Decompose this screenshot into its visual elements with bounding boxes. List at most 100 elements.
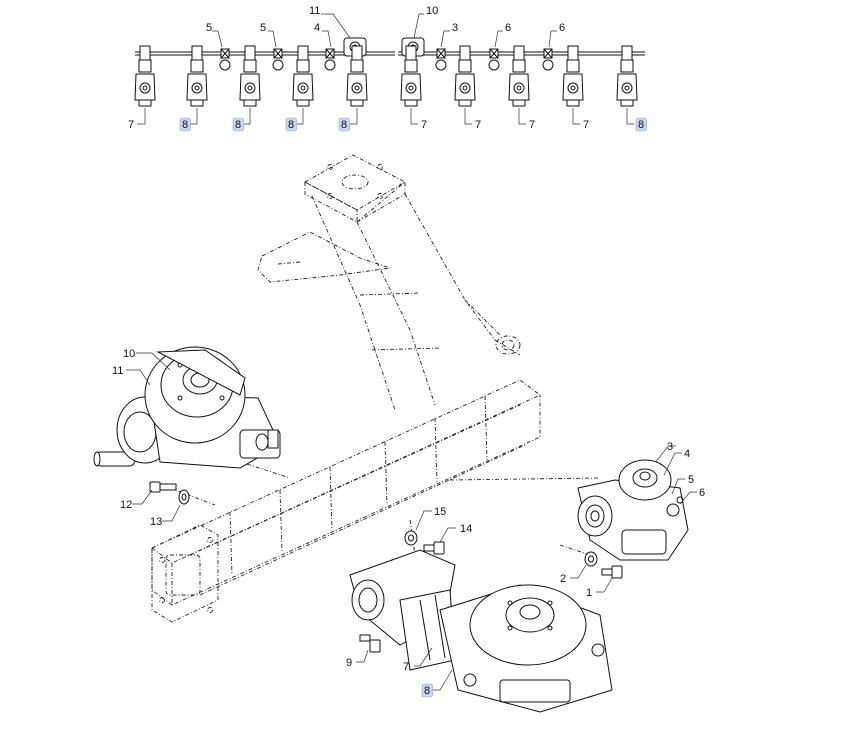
top-leaders [212,13,557,48]
rotor-unit [292,45,314,107]
callout-8[interactable]: 8 [285,117,297,132]
rotor-unit [454,45,476,107]
callout-number: 12 [120,499,132,511]
callout-8[interactable]: 8 [179,117,191,132]
washer-15 [404,530,418,546]
callout-number: 7 [583,119,589,131]
callout-number: 2 [560,573,566,585]
callout-number: 10 [123,348,135,360]
callout-6[interactable]: 6 [559,22,565,34]
callout-7[interactable]: 7 [421,119,427,131]
callout-6[interactable]: 6 [505,22,511,34]
bolt-9 [359,634,381,653]
callout-highlight [635,117,647,132]
bearing-blobs [219,59,554,71]
callout-11[interactable]: 11 [309,5,320,17]
callout-number: 8 [341,119,347,131]
callout-number: 7 [475,119,481,131]
callout-number: 4 [684,448,690,460]
callout-9[interactable]: 9 [346,657,352,669]
callout-number: 3 [667,441,673,453]
rotor-unit [239,45,261,107]
bolt-14 [423,541,445,555]
callout-8[interactable]: 8 [635,117,647,132]
callout-highlight [179,117,191,132]
bottom-leaders [137,108,634,125]
left-angle-gearbox [93,346,281,469]
callout-7[interactable]: 7 [529,119,535,131]
callout-1[interactable]: 1 [586,587,592,599]
callout-8[interactable]: 8 [232,117,244,132]
callout-10[interactable]: 10 [426,5,438,17]
callout-number: 8 [638,119,644,131]
callout-number: 6 [505,22,511,34]
callout-7[interactable]: 7 [403,661,409,673]
callout-number: 5 [260,22,266,34]
callout-number: 9 [346,657,352,669]
callout-number: 7 [128,119,134,131]
callout-number: 3 [452,22,458,34]
callout-5[interactable]: 5 [688,474,694,486]
callout-highlight [285,117,297,132]
callout-highlight [232,117,244,132]
washer-13 [178,489,190,505]
callout-4[interactable]: 4 [684,448,690,460]
callout-number: 7 [529,119,535,131]
callout-8[interactable]: 8 [421,683,433,698]
callout-2[interactable]: 2 [560,573,566,585]
callout-3[interactable]: 3 [667,441,673,453]
callout-4[interactable]: 4 [314,22,320,34]
callout-6[interactable]: 6 [699,487,705,499]
callout-8[interactable]: 8 [338,117,350,132]
rotor-unit [186,45,208,107]
rotor-unit [346,45,368,107]
callout-7[interactable]: 7 [475,119,481,131]
callout-number: 11 [112,365,123,377]
callout-11[interactable]: 11 [112,365,123,377]
rotor-unit [508,45,530,107]
washer-2 [584,551,598,567]
callout-number: 8 [182,119,188,131]
callout-14[interactable]: 14 [460,523,472,535]
fasteners [149,481,623,653]
rotor-gearbox-units [134,45,638,107]
callout-10[interactable]: 10 [123,348,135,360]
callout-7[interactable]: 7 [128,119,134,131]
callout-number: 8 [235,119,241,131]
shaft-couplings [220,48,553,59]
bolt-12 [149,481,177,493]
callout-number: 8 [288,119,294,131]
callout-5[interactable]: 5 [206,22,212,34]
callout-number: 11 [309,5,320,17]
callout-number: 13 [150,516,162,528]
rotor-unit [400,45,422,107]
callout-highlight [421,683,433,698]
callout-number: 10 [426,5,438,17]
rotor-unit [134,45,156,107]
bolt-1 [601,565,623,579]
callout-number: 15 [434,506,446,518]
callout-3[interactable]: 3 [452,22,458,34]
callout-number: 4 [314,22,320,34]
main-center-gearbox [349,549,613,713]
callout-12[interactable]: 12 [120,499,132,511]
right-gearbox-assembly [577,459,689,561]
callout-number: 5 [206,22,212,34]
rotor-unit [562,45,584,107]
callout-number: 6 [559,22,565,34]
callout-number: 7 [403,661,409,673]
callout-highlight [338,117,350,132]
rotor-unit [616,45,638,107]
main-leaders [126,352,697,691]
callout-number: 5 [688,474,694,486]
callout-number: 14 [460,523,472,535]
callout-13[interactable]: 13 [150,516,162,528]
callout-15[interactable]: 15 [434,506,446,518]
callout-number: 1 [586,587,592,599]
callout-5[interactable]: 5 [260,22,266,34]
callout-7[interactable]: 7 [583,119,589,131]
callout-number: 7 [421,119,427,131]
